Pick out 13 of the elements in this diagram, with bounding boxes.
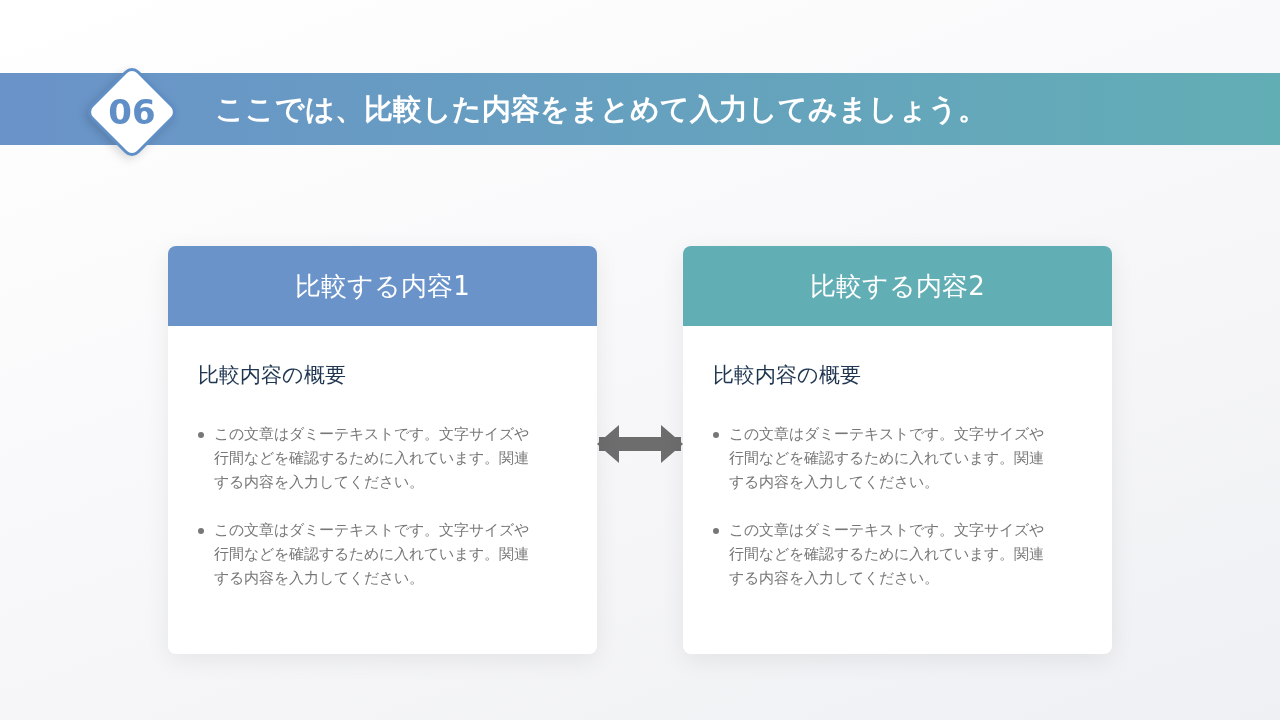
slide-title: ここでは、比較した内容をまとめて入力してみましょう。 xyxy=(215,91,987,128)
bullet-text: この文章はダミーテキストです。文字サイズや行間などを確認するために入れています。関連する内容を入力してください。 xyxy=(214,423,530,493)
bullet-text: この文章はダミーテキストです。文字サイズや行間などを確認するために入れています。関連する内容を入力してください。 xyxy=(729,423,1045,493)
card-subheading: 比較内容の概要 xyxy=(713,362,862,389)
comparison-card xyxy=(683,246,1112,654)
card-header: 比較する内容1 xyxy=(168,246,597,326)
bullet-text: この文章はダミーテキストです。文字サイズや行間などを確認するために入れています。関連する内容を入力してください。 xyxy=(214,519,530,589)
card-subheading: 比較内容の概要 xyxy=(198,362,347,389)
card-header: 比較する内容2 xyxy=(683,246,1112,326)
double-arrow xyxy=(597,425,683,463)
comparison-card xyxy=(168,246,597,654)
bullet-text: この文章はダミーテキストです。文字サイズや行間などを確認するために入れています。関連する内容を入力してください。 xyxy=(729,519,1045,589)
section-number: 06 xyxy=(108,90,156,134)
